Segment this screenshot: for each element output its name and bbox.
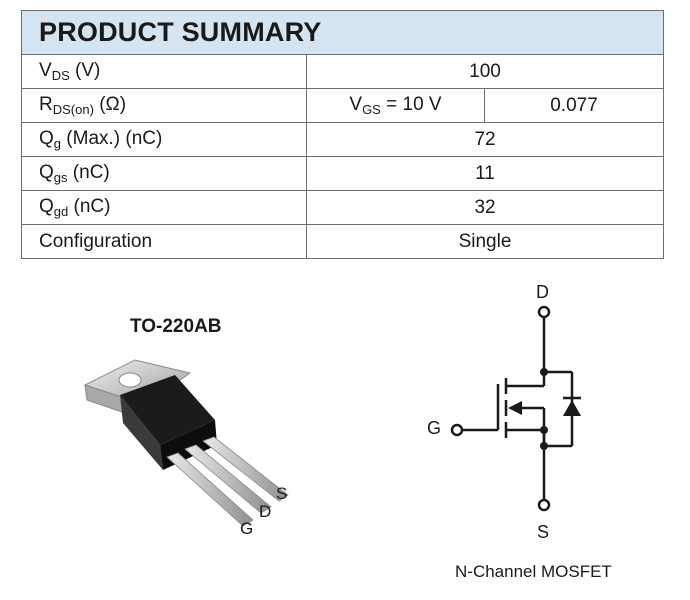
table-title: PRODUCT SUMMARY	[20, 10, 665, 55]
condition-cell: VGS = 10 V	[306, 88, 485, 123]
to220-package-illustration	[83, 359, 289, 527]
table-row: Qg (Max.) (nC) 72	[21, 122, 665, 157]
param-cell: Qgd (nC)	[21, 190, 307, 225]
param-cell: VDS (V)	[21, 54, 307, 89]
symbol-drain-label: D	[536, 282, 549, 302]
symbol-source-label: S	[537, 522, 550, 542]
param-cell: Qg (Max.) (nC)	[21, 122, 307, 157]
param-cell: RDS(on) (Ω)	[21, 88, 307, 123]
table-row: Qgs (nC) 11	[21, 156, 665, 191]
symbol-gate-label: G	[427, 418, 442, 438]
pin-label-g: G	[240, 519, 254, 538]
param-cell: Configuration	[21, 224, 307, 259]
table-row: VDS (V) 100	[21, 54, 665, 89]
n-channel-mosfet-symbol	[450, 305, 581, 512]
param-cell: Qgs (nC)	[21, 156, 307, 191]
value-cell: 11	[305, 156, 665, 191]
package-label: TO-220AB	[130, 316, 222, 337]
table-row: Configuration Single	[21, 224, 665, 259]
table-row: RDS(on) (Ω) VGS = 10 V 0.077	[21, 88, 665, 123]
value-cell: Single	[305, 224, 665, 259]
value-cell: 72	[305, 122, 665, 157]
pin-label-s: S	[276, 484, 288, 503]
table-header-row: PRODUCT SUMMARY	[20, 10, 665, 55]
value-cell: 32	[305, 190, 665, 225]
pin-label-d: D	[259, 502, 272, 521]
value-cell: 0.077	[483, 88, 665, 123]
product-summary-table: PRODUCT SUMMARY VDS (V) 100 RDS(on) (Ω) …	[20, 10, 665, 259]
table-row: Qgd (nC) 32	[21, 190, 665, 225]
symbol-caption: N-Channel MOSFET	[455, 562, 612, 581]
value-cell: 100	[305, 54, 665, 89]
